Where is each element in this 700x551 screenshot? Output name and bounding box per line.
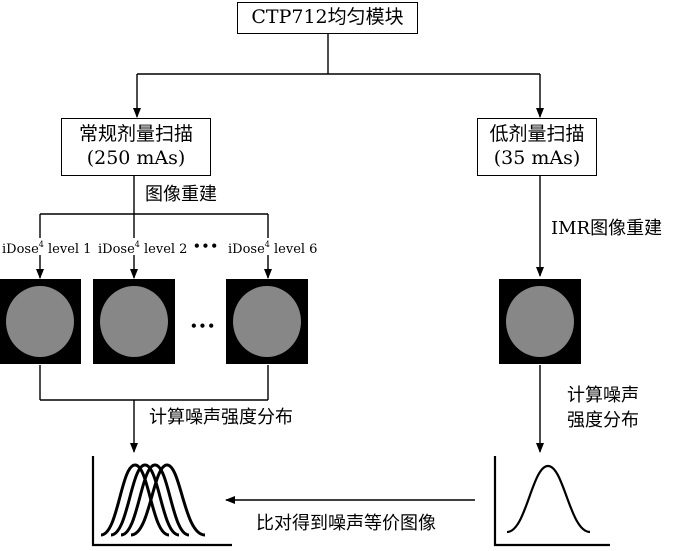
phantom-image-idose-6 bbox=[226, 279, 308, 364]
idose-level-6-label: iDose4 level 6 bbox=[228, 240, 318, 257]
noise-curve-2 bbox=[110, 463, 180, 537]
right-noise-calc-label-line1: 计算噪声 bbox=[567, 385, 639, 406]
right-noise-calc-label-line2: 强度分布 bbox=[567, 410, 639, 431]
noise-curve-4 bbox=[130, 463, 206, 537]
idose-level-1-label: iDose4 level 1 bbox=[2, 240, 92, 257]
left-noise-calc-label: 计算噪声强度分布 bbox=[149, 407, 293, 428]
phantom-disc bbox=[506, 286, 574, 357]
imr-noise-curve bbox=[506, 464, 591, 534]
normal-dose-mas-label: (250 mAs) bbox=[86, 147, 186, 169]
low-dose-mas-label: (35 mAs) bbox=[493, 147, 581, 169]
phantom-disc bbox=[6, 286, 74, 357]
left-noise-plot bbox=[91, 456, 232, 547]
idose-level-2-label: iDose4 level 2 bbox=[98, 240, 188, 257]
left-plot-axes bbox=[91, 456, 232, 547]
idose-label-ellipsis: ••• bbox=[193, 239, 220, 253]
noise-curve-1 bbox=[100, 463, 170, 537]
normal-dose-scan-label: 常规剂量扫描 bbox=[78, 123, 193, 146]
normal-dose-scan-box: 常规剂量扫描 (250 mAs) bbox=[61, 118, 211, 176]
ctp712-module-box: CTP712均匀模块 bbox=[237, 2, 418, 34]
phantom-image-imr bbox=[499, 279, 581, 364]
low-dose-scan-box: 低剂量扫描 (35 mAs) bbox=[477, 118, 597, 176]
phantom-disc bbox=[233, 286, 301, 357]
phantom-ellipsis: ••• bbox=[190, 319, 217, 333]
compare-noise-label: 比对得到噪声等价图像 bbox=[256, 513, 436, 534]
phantom-disc bbox=[100, 286, 168, 357]
noise-curve-3 bbox=[120, 463, 190, 537]
right-noise-plot bbox=[493, 456, 610, 547]
right-plot-axes bbox=[493, 456, 610, 547]
image-reconstruction-label: 图像重建 bbox=[145, 184, 217, 205]
phantom-image-idose-1 bbox=[0, 279, 81, 364]
phantom-image-idose-2 bbox=[93, 279, 175, 364]
imr-reconstruction-label: IMR图像重建 bbox=[551, 218, 663, 239]
ctp712-module-label: CTP712均匀模块 bbox=[251, 6, 404, 29]
low-dose-scan-label: 低剂量扫描 bbox=[489, 123, 585, 146]
